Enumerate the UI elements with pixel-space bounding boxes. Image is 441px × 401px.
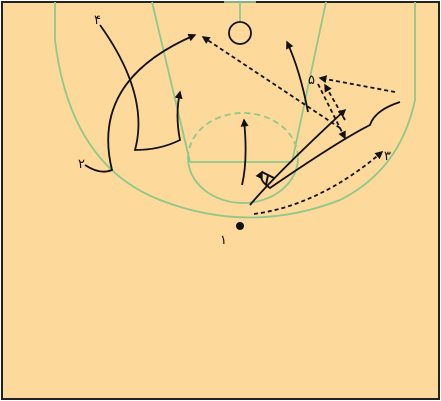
player-4-cut-path xyxy=(99,24,183,151)
lane-right-line xyxy=(291,1,327,163)
cut-paths xyxy=(84,24,401,206)
free-throw-circle-top xyxy=(187,112,299,159)
lane-left-line xyxy=(151,1,191,163)
player-label-3: ٣ xyxy=(384,149,391,164)
pass-5-skip xyxy=(317,83,346,140)
player-label-2: ٢ xyxy=(78,157,85,172)
free-throw-circle-bottom xyxy=(187,157,299,204)
court-lines xyxy=(54,1,416,219)
pass-paths xyxy=(201,36,396,215)
basket-rim xyxy=(228,21,252,45)
player-3-cut-path xyxy=(255,101,401,190)
ball-handler-dot xyxy=(236,222,244,230)
player-label-5: ۵ xyxy=(308,73,315,88)
player-1-cut-path xyxy=(240,118,249,186)
player-1-drive-path xyxy=(249,108,347,206)
screen-marker xyxy=(261,171,275,186)
pass-1-to-3 xyxy=(253,151,384,215)
pass-3-to-5 xyxy=(318,75,396,93)
three-point-line xyxy=(54,2,416,219)
player-5-cut-path xyxy=(286,40,309,113)
player-2-cut-path xyxy=(84,33,197,173)
player-label-4: ۴ xyxy=(94,13,101,28)
player-label-1: ١ xyxy=(220,233,227,248)
